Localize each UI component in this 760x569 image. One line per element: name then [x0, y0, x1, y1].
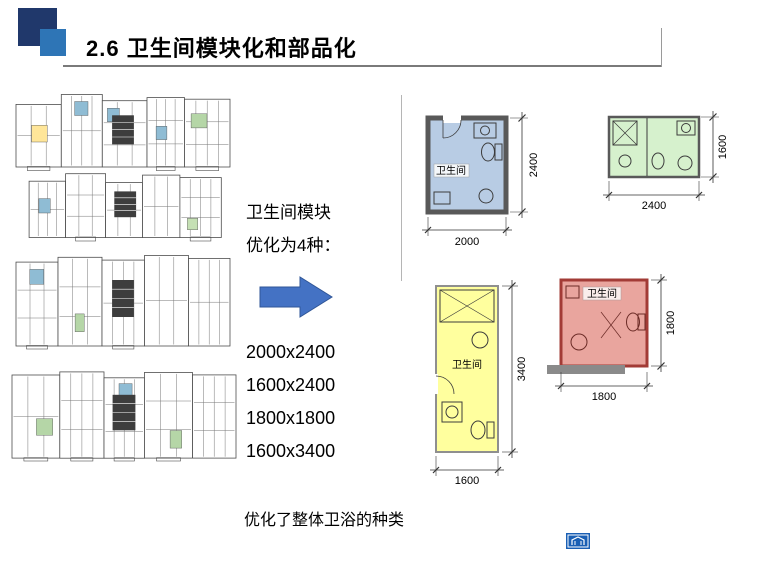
- module-red-width-label: 1800: [592, 391, 616, 403]
- right-arrow-shape: [259, 276, 333, 318]
- module-blue-height-dimension: 2400: [510, 112, 540, 218]
- module-blue-height-label: 2400: [528, 153, 540, 177]
- module-yellow-fixtures: [434, 289, 495, 440]
- module-yellow-label: 卫生间: [452, 358, 482, 371]
- module-yellow-group: 卫生间 3400 1600: [430, 280, 528, 487]
- module-red-wall-bar: [547, 365, 625, 374]
- section-divider-line: [401, 95, 402, 281]
- floor-plan-top: [15, 94, 231, 242]
- footer-logo: [566, 533, 590, 549]
- module-red-width-dimension: 1800: [555, 372, 653, 403]
- module-blue-label-box: [433, 163, 470, 178]
- title-underline: [63, 65, 662, 67]
- module-red-group: 卫生间 1800 1800: [547, 274, 677, 403]
- module-yellow-width-dimension: 1600: [430, 456, 504, 487]
- size-option-3: 1800x1800: [246, 408, 336, 428]
- module-red-label: 卫生间: [587, 287, 617, 300]
- module-green-width-label: 2400: [642, 200, 666, 212]
- module-blue-group: 卫生间 2400 2000: [422, 112, 540, 248]
- module-blue-fixtures: [433, 113, 503, 205]
- module-yellow-height-label: 3400: [516, 357, 528, 381]
- module-green-fixtures: [612, 118, 696, 176]
- module-yellow-height-dimension: 3400: [502, 280, 528, 458]
- module-blue-width-label: 2000: [455, 236, 479, 248]
- footer-logo-glyph: [571, 536, 585, 545]
- module-green-height-label: 1600: [717, 135, 729, 159]
- right-arrow: [259, 276, 333, 318]
- module-red-height-label: 1800: [665, 311, 677, 335]
- title-decoration-square-light: [40, 29, 66, 56]
- module-green-group: 1600 2400: [603, 111, 729, 212]
- module-red-fixtures: [565, 285, 646, 351]
- module-green-width-dimension: 2400: [603, 181, 705, 212]
- module-red-label-box: [582, 286, 622, 301]
- module-blue-width-dimension: 2000: [422, 217, 512, 248]
- intro-line-1: 卫生间模块: [246, 203, 331, 222]
- module-green-plan: [607, 115, 701, 179]
- module-blue-label: 卫生间: [436, 164, 466, 177]
- title-right-line: [661, 28, 662, 67]
- floor-plan-bottom: [11, 371, 237, 462]
- size-option-4: 1600x3400: [246, 441, 336, 461]
- conclusion-text: 优化了整体卫浴的种类: [244, 512, 405, 529]
- footer-logo-frame: [567, 534, 589, 548]
- size-option-1: 2000x2400: [246, 342, 336, 362]
- floor-plan-middle: [15, 255, 231, 350]
- module-green-height-dimension: 1600: [701, 111, 729, 183]
- module-yellow-plan: [435, 285, 499, 453]
- slide-title: 2.6 卫生间模块化和部品化: [86, 36, 357, 61]
- size-option-2: 1600x2400: [246, 375, 336, 395]
- module-yellow-width-label: 1600: [455, 475, 479, 487]
- module-red-height-dimension: 1800: [651, 274, 677, 372]
- intro-line-2: 优化为4种：: [246, 236, 341, 255]
